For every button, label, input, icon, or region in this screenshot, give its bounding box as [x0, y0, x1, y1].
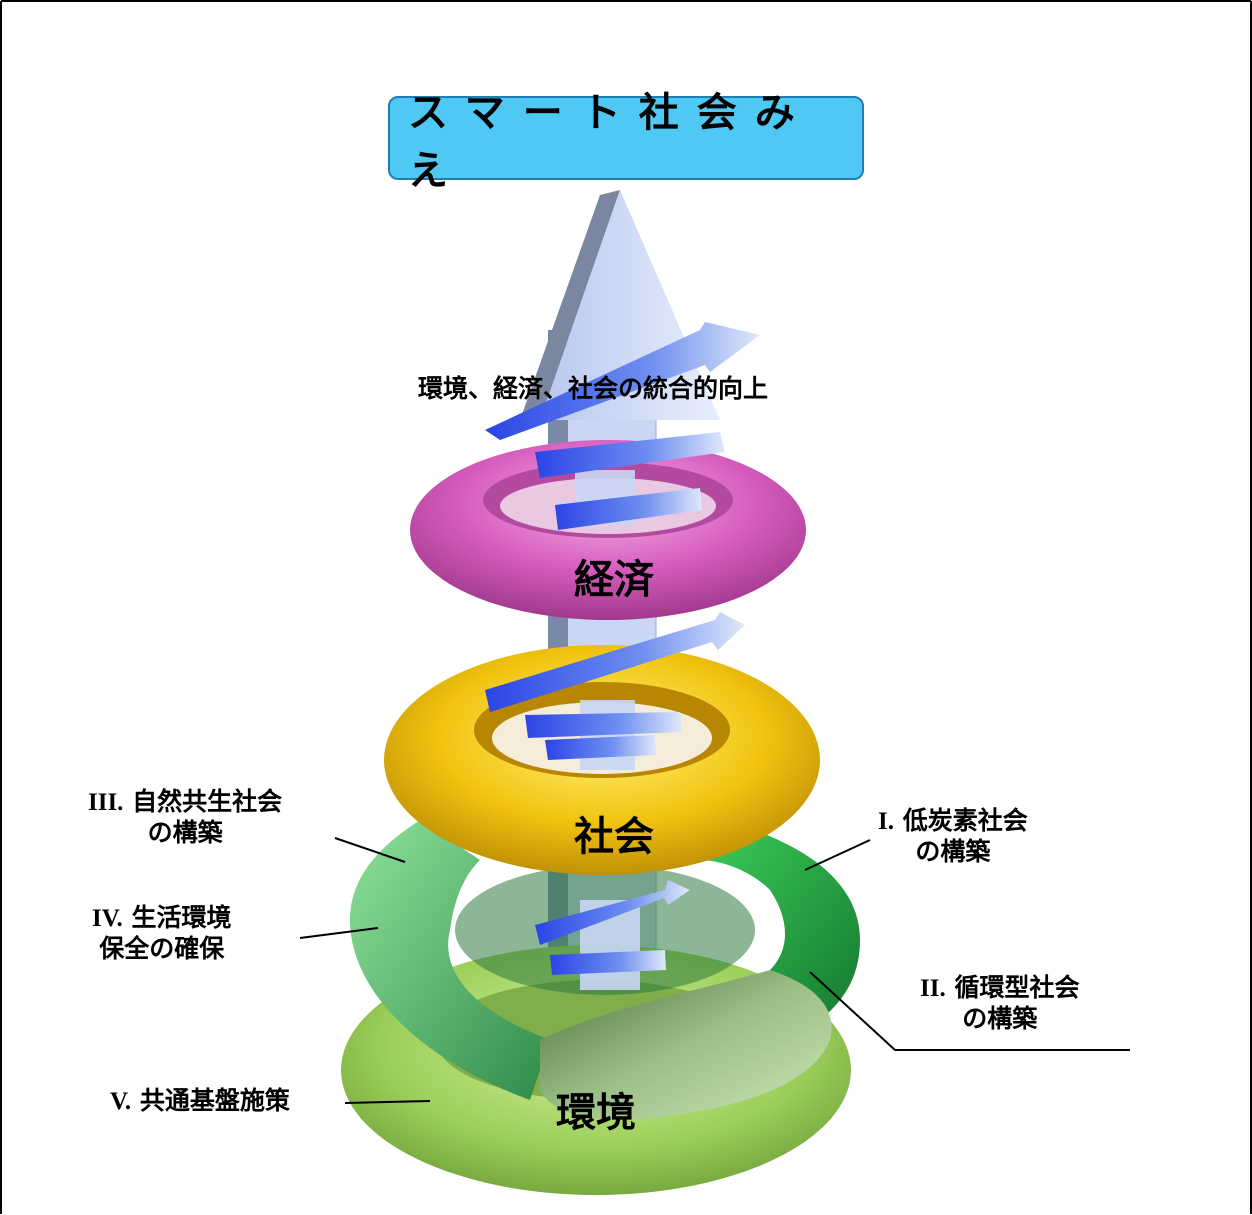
callout-line-common	[344, 1100, 431, 1104]
ring-label-society: 社会	[574, 814, 654, 860]
measure-low-carbon: I. 低炭素社会 の構築	[878, 806, 1028, 867]
measure-common-line1: 共通基盤施策	[139, 1086, 290, 1115]
measure-common: V. 共通基盤施策	[110, 1086, 290, 1117]
segment-low-carbon	[700, 820, 860, 1020]
measure-living-env-line2: 保全の確保	[99, 934, 225, 963]
arrow-caption: 環境、経済、社会の統合的向上	[418, 374, 769, 403]
callout-line-nature	[334, 837, 406, 863]
measure-recycling-line2: の構築	[962, 1004, 1038, 1033]
measure-living-env: IV. 生活環境 保全の確保	[92, 903, 232, 964]
measure-living-env-line1: 生活環境	[131, 903, 232, 932]
measure-common-num: V.	[110, 1088, 132, 1115]
callout-line-living-env	[299, 927, 379, 939]
measure-recycling: II. 循環型社会 の構築	[920, 973, 1079, 1034]
title-box: スマート社会みえ	[388, 90, 864, 194]
measure-recycling-line1: 循環型社会	[954, 973, 1080, 1002]
ring-label-environment: 環境	[556, 1090, 636, 1136]
measure-nature-line2: の構築	[147, 818, 223, 847]
segment-nature	[350, 820, 550, 1100]
arrow-head-side	[520, 190, 620, 420]
measure-nature: III. 自然共生社会 の構築	[88, 787, 282, 848]
segment-recycling	[540, 970, 832, 1120]
callout-line-recycling	[809, 971, 896, 1051]
measure-nature-num: III.	[88, 789, 124, 816]
callout-line-low-carbon	[804, 839, 871, 871]
spiral-ribbons	[485, 322, 760, 975]
measure-recycling-num: II.	[920, 975, 946, 1002]
measure-low-carbon-num: I.	[878, 808, 894, 835]
page-title: スマート社会みえ	[408, 90, 813, 194]
ring-label-economy: 経済	[574, 557, 654, 603]
measure-low-carbon-line2: の構築	[915, 837, 991, 866]
measure-low-carbon-line1: 低炭素社会	[902, 806, 1028, 835]
measure-nature-line1: 自然共生社会	[132, 787, 283, 816]
measure-living-env-num: IV.	[92, 905, 123, 932]
